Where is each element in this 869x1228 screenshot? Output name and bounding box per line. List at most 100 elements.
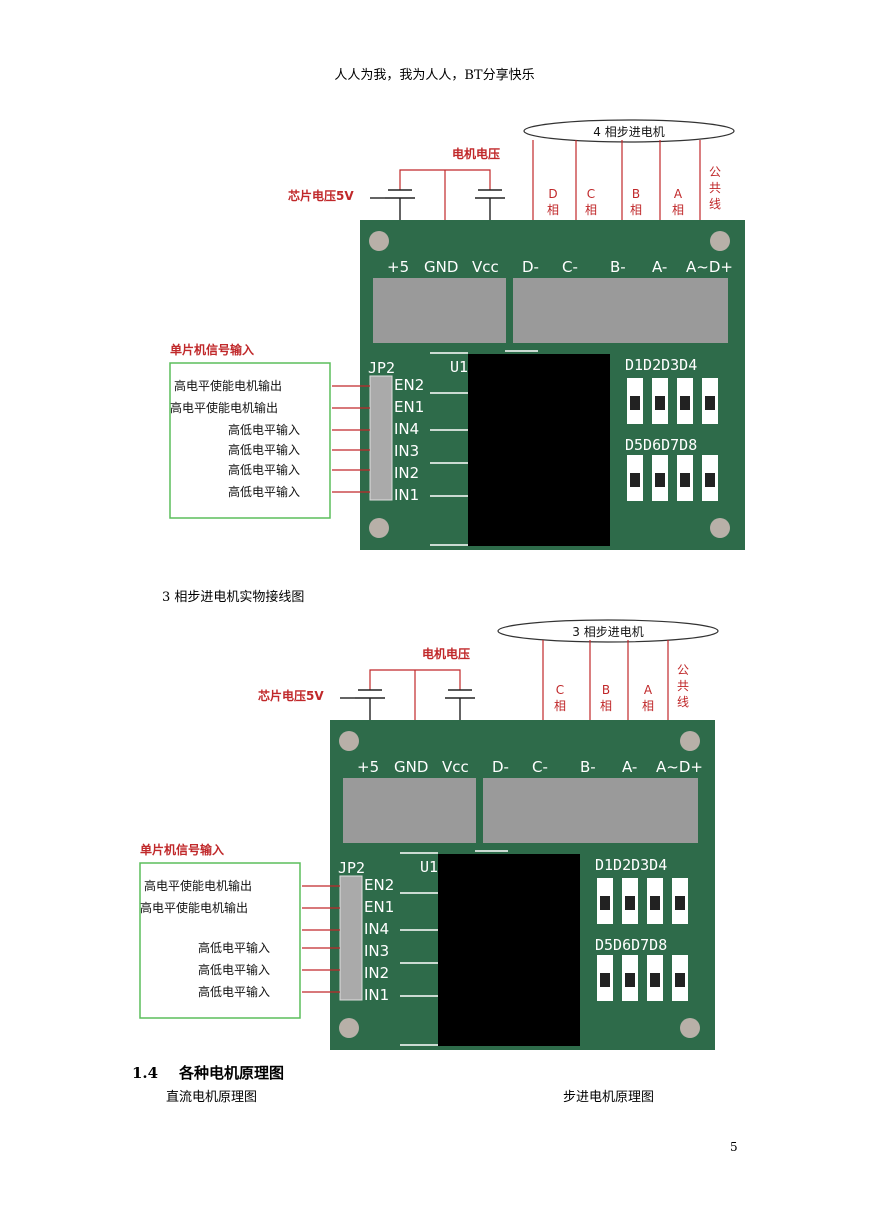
signal-en1: 高电平使能电机输出 <box>170 400 278 415</box>
pin-en2: EN2 <box>364 876 394 894</box>
subheading-stepper-motor: 步进电机原理图 <box>563 1090 655 1105</box>
pin-a-d-plus: A~D+ <box>656 758 703 776</box>
signal-in2: 高低电平输入 <box>228 462 300 477</box>
pin-en1: EN1 <box>394 398 424 416</box>
mount-hole <box>710 518 730 538</box>
motor-ellipse <box>497 619 719 643</box>
pin-in3: IN3 <box>394 442 419 460</box>
phase-b-label: 相 <box>630 203 642 217</box>
pin-c-minus: C- <box>532 758 548 776</box>
terminal-block-left <box>373 278 506 343</box>
pin-b-minus: B- <box>580 758 596 776</box>
pin-in2: IN2 <box>394 464 419 482</box>
pin-en2: EN2 <box>394 376 424 394</box>
phase-b-label: 相 <box>600 699 612 713</box>
mount-hole <box>369 231 389 251</box>
phase-d-letter: D <box>548 187 557 201</box>
diodes-top-label: D1D2D3D4 <box>625 356 697 374</box>
signal-in2: 高低电平输入 <box>198 962 270 977</box>
phase-c-label: 相 <box>585 203 597 217</box>
mount-hole <box>680 731 700 751</box>
mount-hole <box>680 1018 700 1038</box>
driver-ic-chip <box>438 854 580 1046</box>
phase-c-label: 相 <box>554 699 566 713</box>
signal-in1: 高低电平输入 <box>198 984 270 999</box>
figure-caption: 3 相步进电机实物接线图 <box>162 590 305 605</box>
phase-c-letter: C <box>587 187 595 201</box>
phase-a-letter: A <box>644 683 653 697</box>
signal-en2: 高电平使能电机输出 <box>174 378 282 393</box>
phase-b-letter: B <box>602 683 610 697</box>
terminal-block-left <box>343 778 476 843</box>
mount-hole <box>339 1018 359 1038</box>
chip-voltage-label: 芯片电压5V <box>258 688 324 703</box>
diodes-bottom-label: D5D6D7D8 <box>595 936 667 954</box>
u1-label: U1 <box>420 858 438 876</box>
mcu-signal-box <box>139 862 301 1019</box>
pin-plus5: +5 <box>357 758 379 776</box>
common-line-3: 线 <box>677 695 689 709</box>
motor-voltage-label: 电机电压 <box>422 646 470 661</box>
driver-ic-chip <box>468 354 610 546</box>
jp2-label: JP2 <box>338 859 365 877</box>
signal-arrows <box>332 385 370 493</box>
pin-a-minus: A- <box>652 258 667 276</box>
pin-a-minus: A- <box>622 758 637 776</box>
pin-in3: IN3 <box>364 942 389 960</box>
pin-d-minus: D- <box>522 258 539 276</box>
diodes-top-label: D1D2D3D4 <box>595 856 667 874</box>
jp2-label: JP2 <box>368 359 395 377</box>
signal-in1: 高低电平输入 <box>228 484 300 499</box>
jp2-header <box>339 875 363 1001</box>
motor-label: 4 相步进电机 <box>593 125 664 139</box>
motor-label: 3 相步进电机 <box>572 625 643 639</box>
signal-en1: 高电平使能电机输出 <box>140 900 248 915</box>
pin-in2: IN2 <box>364 964 389 982</box>
pin-gnd: GND <box>424 258 458 276</box>
page-number: 5 <box>730 1140 738 1154</box>
ic-leads <box>400 850 508 1046</box>
signal-in3: 高低电平输入 <box>198 940 270 955</box>
pin-vcc: Vcc <box>442 758 469 776</box>
pin-a-d-plus: A~D+ <box>686 258 733 276</box>
pin-c-minus: C- <box>562 258 578 276</box>
signal-in3: 高低电平输入 <box>228 442 300 457</box>
pin-en1: EN1 <box>364 898 394 916</box>
common-line-3: 线 <box>709 197 721 211</box>
common-line-1: 公 <box>677 663 689 677</box>
chip-voltage-label: 芯片电压5V <box>288 188 354 203</box>
mcu-input-label: 单片机信号输入 <box>140 842 224 857</box>
page-header: 人人为我，我为人人，BT分享快乐 <box>334 68 535 83</box>
wiring-figure-3-phase: 3 相步进电机 C 相 B 相 A 相 公 共 线 电机电压 芯片电压5V +5… <box>139 619 719 1050</box>
signal-en2: 高电平使能电机输出 <box>144 878 252 893</box>
phase-a-label: 相 <box>642 699 654 713</box>
common-line-2: 共 <box>677 679 689 693</box>
wiring-figure-4-phase: 4 相步进电机 D 相 C 相 B 相 A 相 公 共 线 电机电压 芯片电压5… <box>169 119 745 550</box>
terminal-block-right <box>513 278 728 343</box>
phase-b-letter: B <box>632 187 640 201</box>
diodes-bottom-label: D5D6D7D8 <box>625 436 697 454</box>
u1-label: U1 <box>450 358 468 376</box>
ic-leads <box>430 350 538 546</box>
jp2-header <box>369 375 393 501</box>
phase-d-label: 相 <box>547 203 559 217</box>
signal-arrows <box>302 885 340 993</box>
pin-in1: IN1 <box>364 986 389 1004</box>
subheading-dc-motor: 直流电机原理图 <box>166 1090 258 1105</box>
mount-hole <box>710 231 730 251</box>
common-line-1: 公 <box>709 165 721 179</box>
terminal-block-right <box>483 778 698 843</box>
motor-ellipse <box>523 119 735 143</box>
mount-hole <box>339 731 359 751</box>
section-number: 1.4 <box>132 1064 159 1082</box>
pin-vcc: Vcc <box>472 258 499 276</box>
mcu-input-label: 单片机信号输入 <box>170 342 254 357</box>
section-title: 各种电机原理图 <box>179 1064 285 1082</box>
pin-gnd: GND <box>394 758 428 776</box>
pin-plus5: +5 <box>387 258 409 276</box>
mcu-signal-box <box>169 362 331 519</box>
mount-hole <box>369 518 389 538</box>
pin-in4: IN4 <box>394 420 419 438</box>
common-line-2: 共 <box>709 181 721 195</box>
phase-a-letter: A <box>674 187 683 201</box>
